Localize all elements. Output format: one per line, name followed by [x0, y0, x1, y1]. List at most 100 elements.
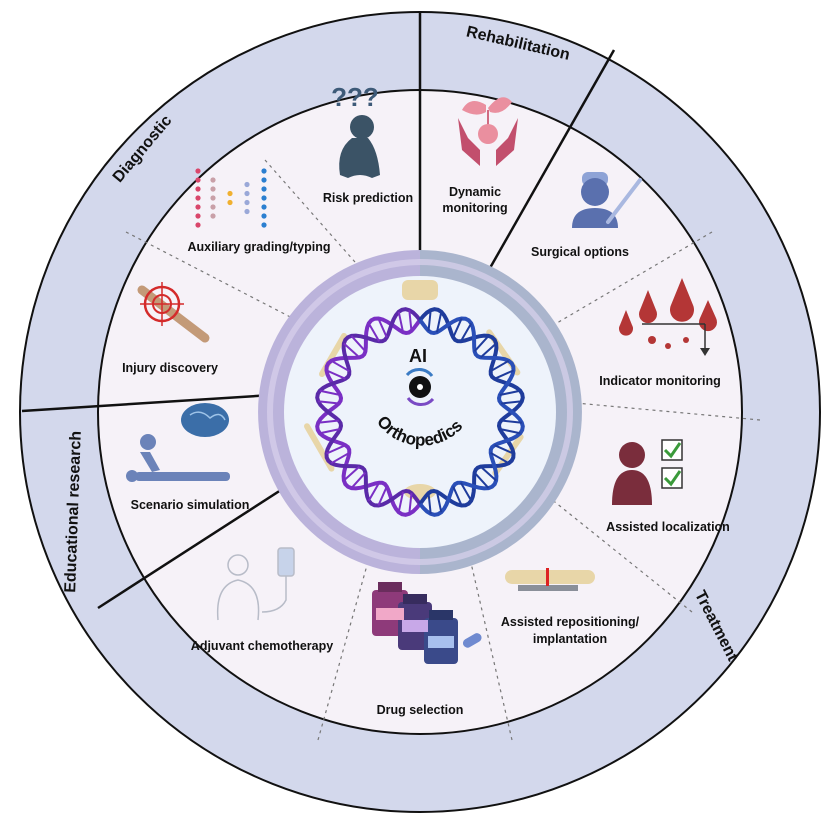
dna-rung — [499, 389, 521, 397]
dna-rung — [490, 359, 510, 373]
dna-rung — [343, 342, 361, 359]
brain-cpr-icon — [126, 403, 230, 482]
dna-rung — [397, 311, 405, 333]
center-title-ai: AI — [409, 346, 427, 366]
bone-plate-icon — [505, 568, 595, 591]
label-assisted-repositioning-1: Assisted repositioning/ — [501, 615, 640, 629]
dna-rung — [494, 444, 514, 455]
divider-educational-treatment — [97, 468, 313, 610]
dna-rung — [350, 335, 367, 353]
dna-rung — [427, 493, 432, 514]
label-auxiliary-grading: Auxiliary grading/typing — [187, 240, 330, 254]
dashed-divider — [544, 231, 713, 331]
svg-text:???: ??? — [331, 82, 379, 112]
network-node — [210, 204, 216, 210]
dna-rung — [408, 310, 413, 331]
dna-rung — [479, 342, 497, 359]
dna-rung — [452, 318, 463, 338]
network-node — [261, 186, 267, 192]
dna-rung — [326, 369, 346, 380]
divider-diagnostic-educational — [21, 392, 289, 413]
network-node — [261, 177, 267, 183]
dna-rung — [318, 419, 339, 424]
network-node — [227, 199, 233, 206]
dna-rung — [473, 471, 490, 489]
dna-rung — [459, 322, 473, 342]
dna-rung — [319, 427, 341, 435]
dna-rung — [318, 400, 339, 405]
center-hub: AI Orthopedics — [258, 250, 582, 574]
divider-rehabilitation-treatment — [488, 49, 616, 269]
label-indicator-monitoring: Indicator monitoring — [599, 374, 721, 388]
dna-rung — [330, 359, 350, 373]
network-node — [261, 213, 267, 219]
label-dynamic-monitoring-1: Dynamic — [449, 185, 501, 199]
network-node — [210, 195, 216, 201]
label-drug-selection: Drug selection — [377, 703, 464, 717]
dna-rung — [343, 465, 361, 482]
dna-rung — [501, 419, 522, 424]
category-educational-research: Educational research — [62, 431, 85, 593]
label-injury-discovery: Injury discovery — [122, 361, 218, 375]
dna-rung — [499, 427, 521, 435]
dna-rung — [490, 451, 510, 465]
confused-person-icon: ??? — [331, 82, 380, 178]
patient-checklist-icon — [612, 439, 683, 505]
dna-rung — [319, 389, 341, 397]
dna-rung — [397, 491, 405, 513]
dna-rung — [377, 318, 388, 338]
iv-drip-icon — [216, 547, 295, 621]
hands-plant-icon — [458, 97, 518, 166]
dna-rung — [408, 493, 413, 514]
dna-rung — [427, 310, 432, 331]
dna-rung — [501, 400, 522, 405]
dna-rung — [326, 444, 346, 455]
network-node — [195, 168, 201, 174]
label-adjuvant-chemotherapy: Adjuvant chemotherapy — [191, 639, 333, 653]
dna-rung — [377, 486, 388, 506]
dna-rung — [367, 482, 381, 502]
label-scenario-simulation: Scenario simulation — [131, 498, 250, 512]
dashed-divider — [125, 231, 301, 323]
label-assisted-localization: Assisted localization — [606, 520, 730, 534]
dna-rung — [452, 486, 463, 506]
network-node — [244, 181, 250, 188]
network-node — [195, 177, 201, 183]
network-node — [227, 190, 233, 197]
network-node — [261, 222, 267, 228]
bone-target-icon — [137, 282, 210, 343]
network-node — [261, 168, 267, 174]
network-node — [244, 208, 250, 215]
network-node — [210, 186, 216, 192]
network-node — [244, 199, 250, 206]
dna-rung — [435, 491, 443, 513]
neural-network-icon — [195, 168, 267, 228]
dashed-divider — [317, 525, 379, 741]
dna-rung — [330, 451, 350, 465]
dashed-divider — [564, 401, 761, 421]
network-node — [210, 213, 216, 219]
network-node — [195, 195, 201, 201]
medicine-bottles-icon — [372, 582, 482, 664]
dna-rung — [350, 471, 367, 489]
network-node — [195, 204, 201, 210]
network-node — [195, 186, 201, 192]
network-node — [195, 213, 201, 219]
dna-rung — [459, 482, 473, 502]
dna-rung — [473, 335, 490, 353]
label-assisted-repositioning-2: implantation — [533, 632, 607, 646]
blood-drops-icon — [619, 278, 717, 356]
dna-rung — [435, 311, 443, 333]
dashed-divider — [264, 159, 356, 263]
label-dynamic-monitoring-2: monitoring — [442, 201, 507, 215]
network-node — [210, 177, 216, 183]
label-surgical-options: Surgical options — [531, 245, 629, 259]
network-node — [244, 190, 250, 197]
label-risk-prediction: Risk prediction — [323, 191, 413, 205]
dna-rung — [479, 465, 497, 482]
dna-rung — [367, 322, 381, 342]
surgeon-icon — [572, 172, 642, 228]
dna-rung — [494, 369, 514, 380]
dna-rungs — [318, 310, 522, 514]
